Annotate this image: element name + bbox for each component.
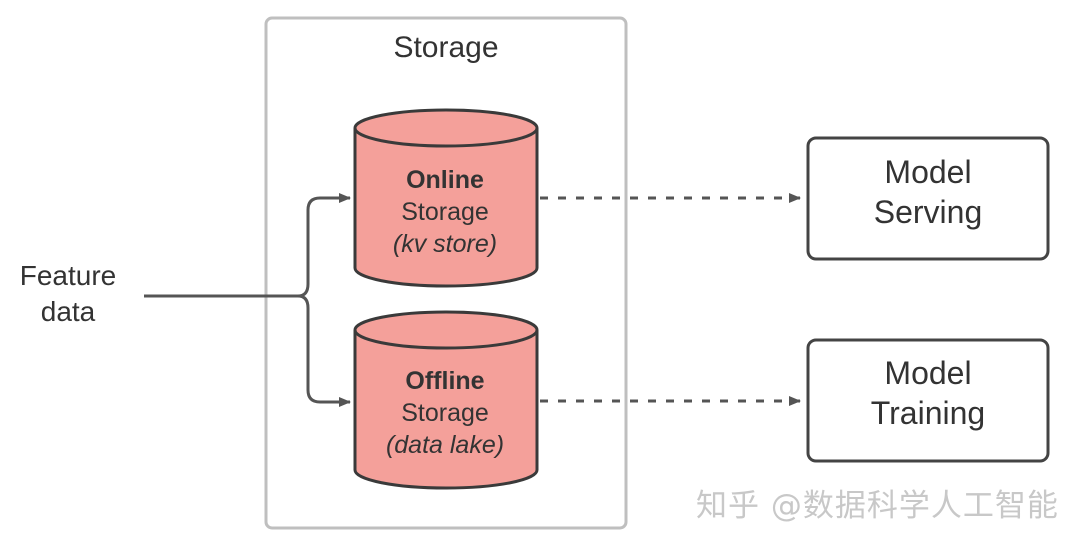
model-serving-line1: Model xyxy=(884,154,972,190)
offline-subtitle: Storage xyxy=(401,399,489,427)
feature-data-line1: Feature xyxy=(19,260,117,291)
model-serving-line2: Serving xyxy=(873,194,983,230)
model-training-label: Model Training xyxy=(808,353,1048,433)
model-training-box xyxy=(806,338,1050,463)
storage-title: Storage xyxy=(393,31,499,64)
online-cylinder-body xyxy=(353,128,539,288)
offline-cylinder-body xyxy=(353,330,539,490)
online-storage-label: Online Storage (kv store) xyxy=(354,164,536,260)
offline-cylinder-top xyxy=(353,310,539,350)
model-serving-box xyxy=(806,136,1050,261)
watermark-text: 知乎 @数据科学人工智能 xyxy=(696,488,1059,524)
online-detail: (kv store) xyxy=(392,230,498,258)
online-title: Online xyxy=(406,166,484,194)
fork-upper-branch xyxy=(297,193,351,298)
model-training-line2: Training xyxy=(870,395,986,431)
feature-data-connector xyxy=(144,193,351,407)
feature-data-label: Feature data xyxy=(0,258,136,330)
offline-storage-cylinder xyxy=(353,310,539,490)
offline-storage-label: Offline Storage (data lake) xyxy=(354,365,536,461)
model-training-line1: Model xyxy=(884,355,972,391)
model-serving-label: Model Serving xyxy=(808,152,1048,232)
fork-lower-branch xyxy=(297,294,351,407)
online-cylinder-top xyxy=(353,108,539,148)
feature-data-line2: data xyxy=(40,296,96,327)
online-subtitle: Storage xyxy=(401,198,489,226)
online-storage-cylinder xyxy=(353,108,539,288)
offline-title: Offline xyxy=(405,367,485,395)
offline-detail: (data lake) xyxy=(385,431,505,459)
